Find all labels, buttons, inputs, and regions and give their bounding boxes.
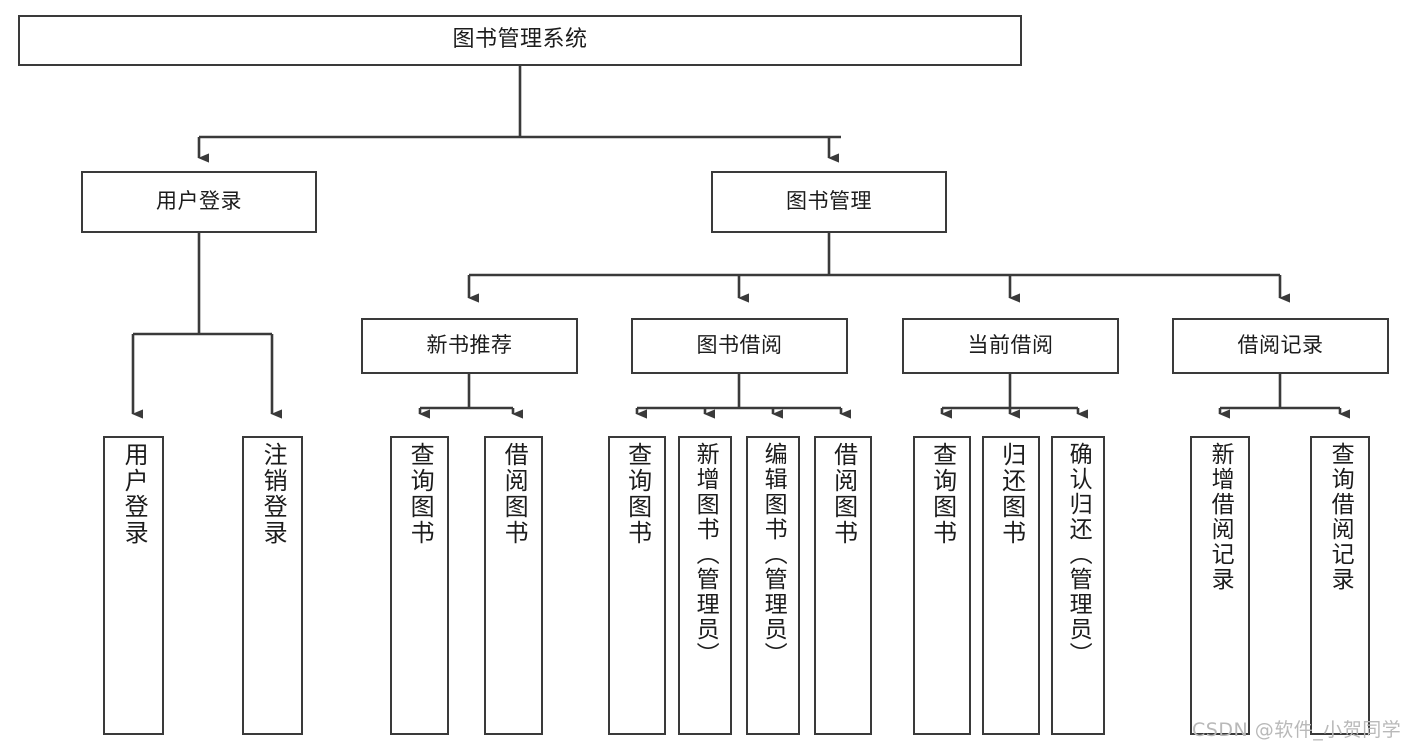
node-label: 查询借阅记录 (1327, 442, 1354, 592)
leaf-user-login[interactable]: 用户登录 (103, 436, 164, 735)
leaf-borrow-book[interactable]: 借阅图书 (814, 436, 872, 735)
node-label: 归还图书 (997, 442, 1026, 546)
leaf-edit-book-admin[interactable]: 编辑图书（管理员） (746, 436, 800, 735)
leaf-query-book-current[interactable]: 查询图书 (913, 436, 971, 735)
csdn-watermark: CSDN @软件_小贺同学 (1192, 719, 1402, 741)
node-label: 编辑图书（管理员） (760, 442, 787, 667)
node-label: 图书管理系统 (452, 27, 588, 53)
node-label: 当前借阅 (967, 333, 1054, 358)
node-label: 图书管理 (786, 189, 872, 214)
node-new-book-recommend[interactable]: 新书推荐 (361, 318, 578, 374)
node-label: 确认归还（管理员） (1065, 442, 1092, 667)
node-label: 新增借阅记录 (1207, 442, 1234, 592)
node-label: 查询图书 (623, 442, 652, 546)
leaf-confirm-return-admin[interactable]: 确认归还（管理员） (1051, 436, 1105, 735)
leaf-query-borrow-record[interactable]: 查询借阅记录 (1310, 436, 1370, 735)
leaf-add-book-admin[interactable]: 新增图书（管理员） (678, 436, 732, 735)
node-label: 借阅图书 (500, 442, 529, 546)
leaf-return-book[interactable]: 归还图书 (982, 436, 1040, 735)
node-label: 新增图书（管理员） (692, 442, 719, 667)
node-label: 借阅图书 (829, 442, 858, 546)
leaf-borrow-book-new[interactable]: 借阅图书 (484, 436, 543, 735)
node-label: 用户登录 (120, 442, 149, 546)
node-label: 用户登录 (156, 189, 242, 214)
node-label: 注销登录 (259, 442, 288, 546)
node-label: 查询图书 (406, 442, 435, 546)
node-label: 图书借阅 (696, 333, 783, 358)
node-current-borrow[interactable]: 当前借阅 (902, 318, 1119, 374)
node-book-borrow[interactable]: 图书借阅 (631, 318, 848, 374)
node-root-system[interactable]: 图书管理系统 (18, 15, 1022, 66)
leaf-query-book-new[interactable]: 查询图书 (390, 436, 449, 735)
leaf-logout[interactable]: 注销登录 (242, 436, 303, 735)
leaf-query-book-borrow[interactable]: 查询图书 (608, 436, 666, 735)
node-label: 查询图书 (928, 442, 957, 546)
leaf-add-borrow-record[interactable]: 新增借阅记录 (1190, 436, 1250, 735)
node-label: 借阅记录 (1237, 333, 1324, 358)
node-user-login[interactable]: 用户登录 (81, 171, 317, 233)
node-book-management[interactable]: 图书管理 (711, 171, 947, 233)
node-label: 新书推荐 (426, 333, 513, 358)
node-borrow-record[interactable]: 借阅记录 (1172, 318, 1389, 374)
